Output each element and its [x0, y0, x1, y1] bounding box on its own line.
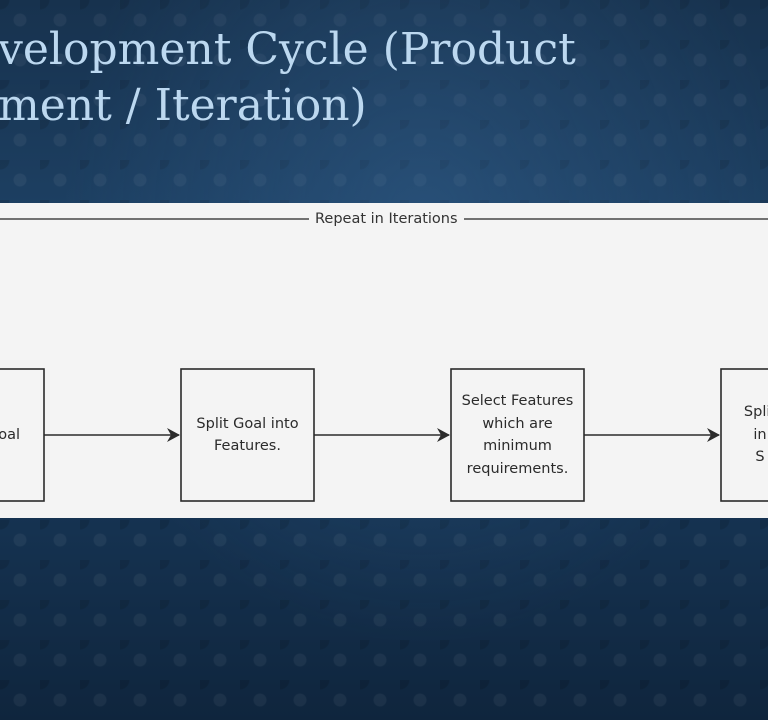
node-label-goal: oal [0, 426, 20, 443]
node-label-select-features: Select Features which are minimum requir… [461, 393, 574, 477]
iteration-group-frame [0, 218, 768, 220]
iteration-group-label: Repeat in Iterations [309, 210, 464, 228]
slide-title: velopment Cycle (Product ment / Iteratio… [0, 22, 576, 134]
flow-diagram-canvas [0, 218, 768, 502]
node-label-split-features: Split in S [743, 404, 768, 466]
flow-diagram: Repeat in Iterations oal Split Goal into… [0, 203, 768, 518]
slide-title-line-1: velopment Cycle (Product [0, 24, 576, 75]
node-label-split-goal: Split Goal into Features. [196, 415, 299, 455]
node-box-split-features [720, 368, 768, 502]
slide-title-line-2: ment / Iteration) [0, 80, 367, 131]
